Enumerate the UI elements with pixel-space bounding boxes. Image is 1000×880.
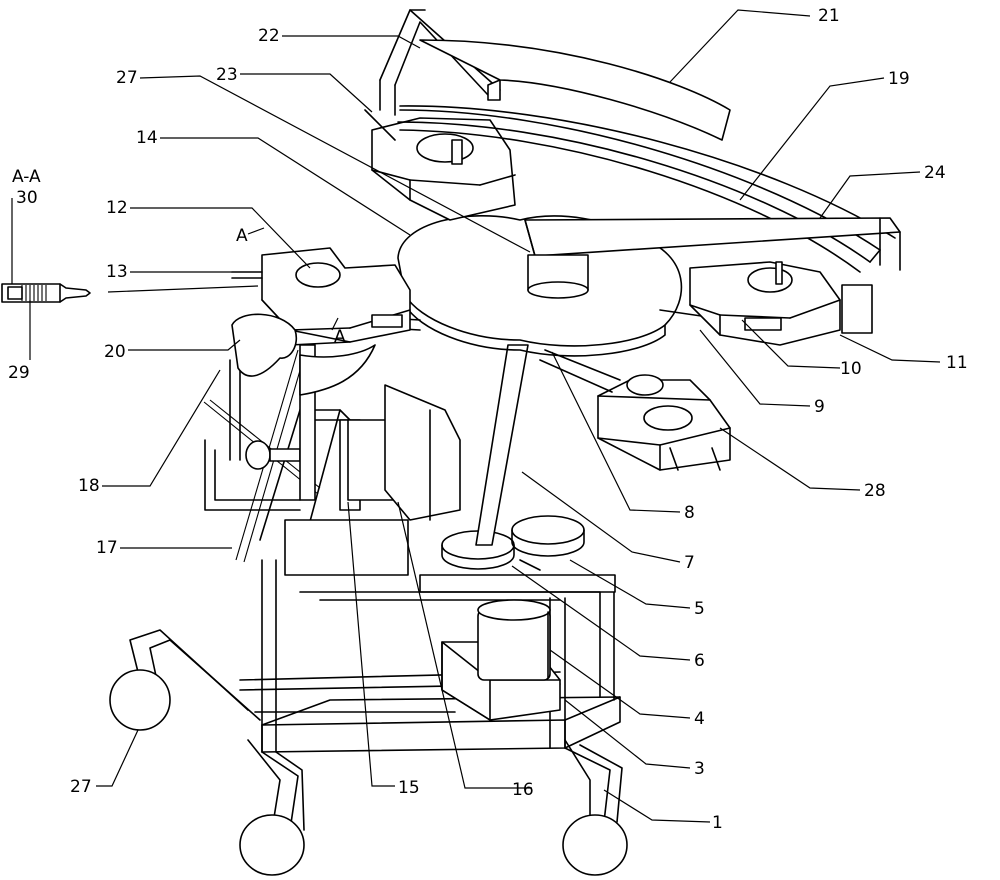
label-1: 1 [712, 813, 723, 833]
part-labels: 21 22 23 19 27 14 24 12 13 20 18 17 15 1… [8, 6, 968, 833]
label-6: 6 [694, 651, 705, 671]
label-12: 12 [106, 198, 128, 218]
label-9: 9 [814, 397, 825, 417]
side-bracket [204, 359, 409, 576]
top-clamp [364, 109, 516, 221]
label-13: 13 [106, 262, 128, 282]
leg-front-left [109, 629, 261, 731]
rear-clamp [539, 349, 731, 471]
motor-assembly [441, 599, 561, 721]
label-15: 15 [398, 778, 420, 798]
label-4: 4 [694, 709, 705, 729]
wheel-rear [562, 814, 628, 876]
arc-cover [419, 39, 731, 141]
section-mark-bottom: A [334, 327, 346, 347]
label-21: 21 [818, 6, 840, 26]
leg-front [239, 739, 305, 876]
leg-rear [562, 739, 628, 876]
label-27-top: 27 [116, 68, 138, 88]
section-mark-top: A [236, 226, 248, 246]
label-7: 7 [684, 553, 695, 573]
label-28: 28 [864, 481, 886, 501]
label-17: 17 [96, 538, 118, 558]
label-30: 30 [16, 188, 38, 208]
label-27-bottom: 27 [70, 777, 92, 797]
section-detail [1, 283, 91, 303]
label-29: 29 [8, 363, 30, 383]
label-22: 22 [258, 26, 280, 46]
label-10: 10 [840, 359, 862, 379]
label-11: 11 [946, 353, 968, 373]
section-title: A-A [12, 167, 41, 187]
wheel-front [239, 814, 305, 876]
label-16: 16 [512, 780, 534, 800]
base-frame [239, 559, 621, 753]
label-18: 18 [78, 476, 100, 496]
vertical-shaft [475, 344, 529, 546]
label-3: 3 [694, 759, 705, 779]
label-14: 14 [136, 128, 158, 148]
label-20: 20 [104, 342, 126, 362]
leader-lines [11, 9, 941, 823]
gear-pair [441, 515, 585, 571]
label-8: 8 [684, 503, 695, 523]
seat-pad [231, 313, 376, 396]
wheel-front-left [109, 669, 171, 731]
right-arm-clamp [659, 261, 873, 346]
arc-rail [397, 105, 896, 273]
cylinder-housing [339, 384, 461, 521]
horizontal-beam [524, 217, 901, 299]
label-24: 24 [924, 163, 946, 183]
label-5: 5 [694, 599, 705, 619]
label-23: 23 [216, 65, 238, 85]
left-arm-clamp [231, 247, 421, 346]
label-19: 19 [888, 69, 910, 89]
